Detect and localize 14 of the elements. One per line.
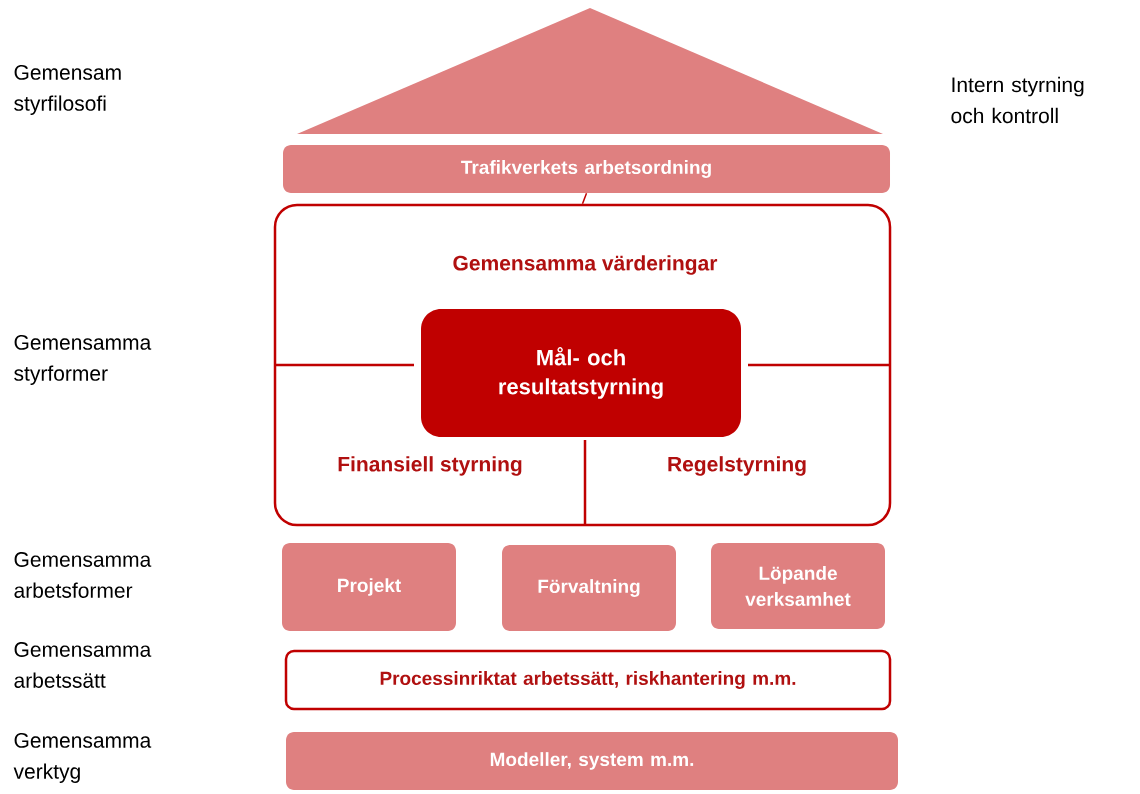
side-label: Gemensamma arbetssätt bbox=[14, 642, 152, 688]
side-label: Gemensamma verktyg bbox=[13, 732, 152, 783]
side-label: Intern styrning och kontroll bbox=[951, 76, 1084, 124]
side-label: Gemensam styrfilosofi bbox=[14, 64, 121, 115]
box: Processinriktat arbetssätt, riskhantering m.m. bbox=[284, 649, 892, 711]
box: Förvaltning bbox=[502, 545, 676, 631]
box: Löpande verksamhet bbox=[711, 543, 885, 629]
box: Mål- och resultatstyrning bbox=[421, 309, 741, 437]
box: Modeller, system m.m. bbox=[286, 732, 898, 790]
box: Trafikverkets arbetsordning bbox=[283, 145, 890, 193]
box: Projekt bbox=[282, 543, 456, 631]
side-label: Gemensamma arbetsformer bbox=[14, 552, 152, 598]
connector-line bbox=[581, 192, 588, 205]
side-label: Gemensamma styrformer bbox=[14, 334, 152, 385]
